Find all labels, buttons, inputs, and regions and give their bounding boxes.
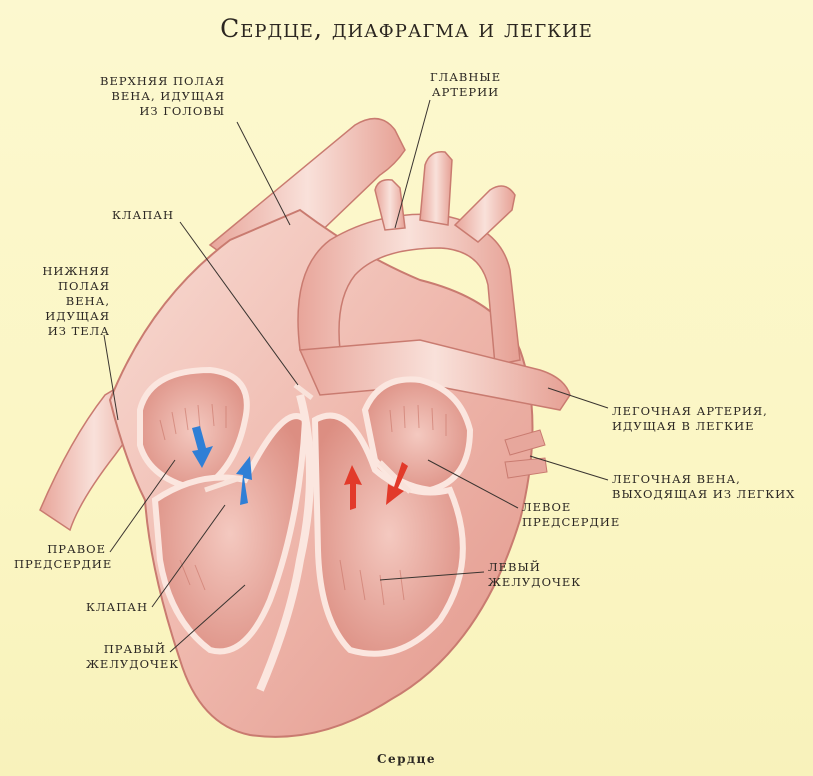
label-right-ventricle: Правый желудочек [86, 642, 166, 672]
artery-branch-1 [420, 152, 452, 225]
label-superior-vena-cava: Верхняя полая вена, идущая из головы [100, 74, 225, 119]
label-valve-bottom: Клапан [86, 600, 148, 615]
label-left-atrium: Левое предсердие [522, 500, 620, 530]
label-right-atrium: Правое предсердие [14, 542, 106, 572]
label-inferior-vena-cava: Нижняя полая вена, идущая из тела [30, 264, 110, 339]
label-main-arteries: Главные артерии [430, 70, 501, 100]
label-valve-top: Клапан [112, 208, 174, 223]
label-pulmonary-artery: Легочная артерия, идущая в легкие [612, 404, 768, 434]
pulmonary-vein-stub-2 [505, 458, 547, 478]
label-pulmonary-vein: Легочная вена, выходящая из легких [612, 472, 795, 502]
label-left-ventricle: Левый желудочек [488, 560, 581, 590]
figure-caption: Сердце [0, 752, 813, 766]
